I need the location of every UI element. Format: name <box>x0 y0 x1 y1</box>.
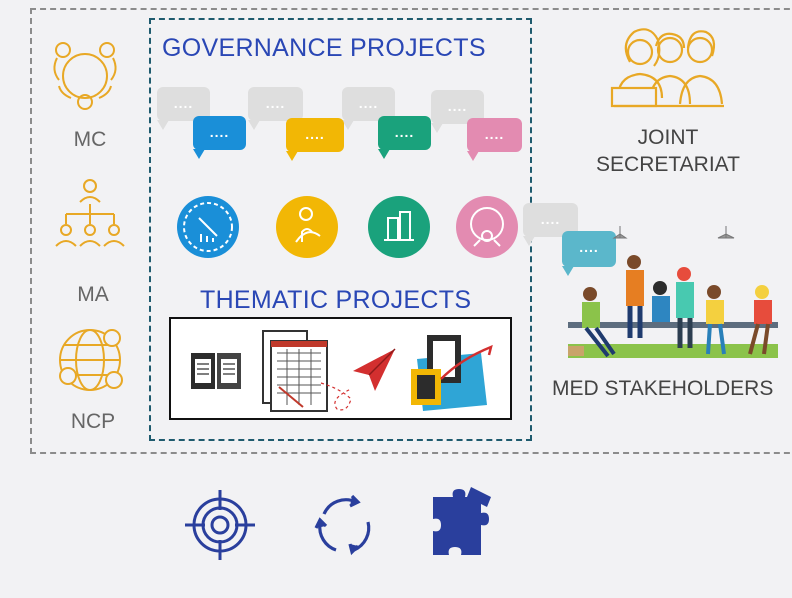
thematic-projects-title: THEMATIC PROJECTS <box>200 286 472 314</box>
chat-bubble-blue: .... <box>193 116 246 159</box>
chat-bubble-grey: .... <box>523 203 578 246</box>
chat-bubble-yellow: .... <box>286 118 344 161</box>
joint-secretariat-line1: JOINT <box>637 126 699 149</box>
joint-secretariat-label: JOINT SECRETARIAT <box>580 124 756 178</box>
mc-label: MC <box>73 128 107 151</box>
chat-bubble-grey: .... <box>248 87 303 130</box>
outer-dashed-frame <box>30 8 792 454</box>
team-people-icon <box>610 22 728 108</box>
book-collage-icon <box>411 335 493 411</box>
chat-bubble-pink: .... <box>467 118 522 161</box>
puzzle-icon <box>431 485 495 557</box>
chat-bubble-grey: .... <box>157 87 210 130</box>
mc-icon <box>47 36 123 112</box>
environment-circle-icon <box>276 196 338 258</box>
med-stakeholders-label: MED STAKEHOLDERS <box>552 377 774 400</box>
chat-bubble-grey: .... <box>342 87 395 130</box>
ma-label: MA <box>77 283 109 306</box>
governance-projects-title: GOVERNANCE PROJECTS <box>162 34 486 62</box>
chat-bubble-green: .... <box>378 116 431 159</box>
ma-org-chart-icon <box>52 178 128 250</box>
innovation-circle-icon <box>177 196 239 258</box>
inclusive-society-circle-icon <box>456 196 518 258</box>
thematic-projects-box <box>169 317 512 420</box>
refresh-cycle-icon <box>312 492 376 558</box>
thematic-documents-illustration <box>191 330 493 412</box>
ncp-globe-network-icon <box>52 320 132 400</box>
target-icon <box>185 490 255 560</box>
stakeholders-meeting-illustration <box>568 226 786 376</box>
ncp-label: NCP <box>70 410 116 433</box>
chat-bubble-grey: .... <box>431 90 484 133</box>
open-book-icon <box>191 353 241 389</box>
chat-bubble-teal: .... <box>562 231 616 276</box>
spreadsheet-document-icon <box>262 330 328 412</box>
sustainable-city-circle-icon <box>368 196 430 258</box>
paper-plane-icon <box>320 348 396 411</box>
joint-secretariat-line2: SECRETARIAT <box>596 153 740 176</box>
